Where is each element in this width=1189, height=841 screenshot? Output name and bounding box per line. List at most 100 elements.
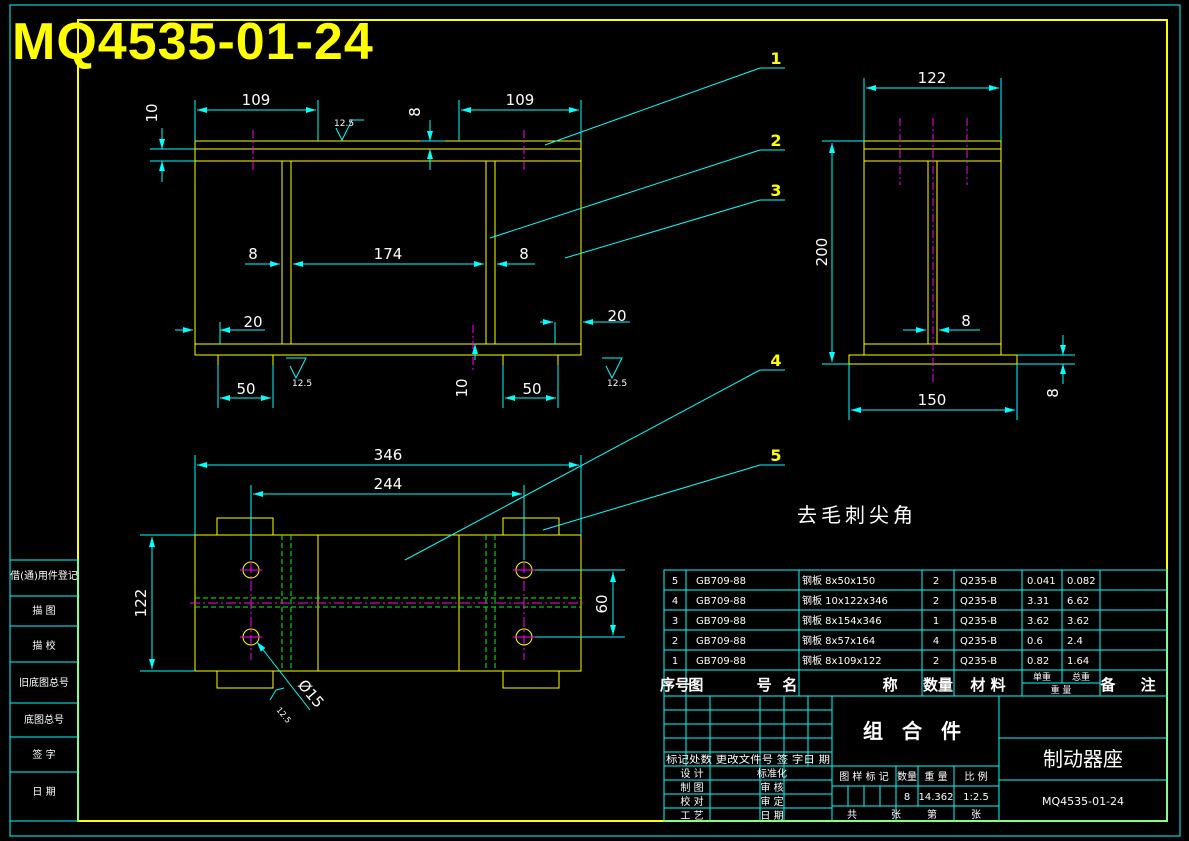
sheet-total-label: 共: [847, 809, 857, 821]
dim-foot-left: 50: [236, 380, 255, 398]
bom-total: 6.62: [1067, 596, 1089, 607]
strip-borrow: 借(通)用件登记: [10, 569, 78, 582]
value-quantity: 8: [904, 792, 910, 803]
bom-code: GB709-88: [696, 616, 746, 627]
role-draft: 制 图: [680, 781, 703, 794]
bom-material: Q235-B: [960, 616, 997, 627]
dim-plate-thk-right: 8: [406, 107, 424, 117]
bom-header-note: 备 注: [1099, 676, 1165, 694]
dim-bottom-right: 20: [607, 307, 626, 325]
balloon-3: 3: [770, 181, 781, 200]
bom-name: 钢板 8x50x150: [802, 574, 875, 587]
title-block-grid: [663, 695, 1168, 822]
bom-header: 序号 图 号 名 称 数量 材 料 备 注: [660, 676, 1165, 694]
dim-foot-thk: 10: [453, 378, 471, 397]
bom-unit: 0.041: [1027, 576, 1056, 587]
sheet-index-label: 第: [927, 808, 937, 821]
bom-header-qty: 数量: [923, 676, 953, 694]
role-check: 校 对: [680, 795, 703, 808]
bom-header-weight: 重 量: [1051, 684, 1072, 696]
dim-hole-diameter: Ø15: [294, 676, 328, 711]
bom-row-3: 3 GB709-88 钢板 8x154x346 1 Q235-B 3.62 3.…: [672, 614, 1089, 627]
bom-unit: 0.82: [1027, 656, 1049, 667]
bom-header-unit: 单重: [1033, 671, 1051, 683]
bom-code: GB709-88: [696, 596, 746, 607]
strip-trace-check: 描 校: [32, 639, 55, 652]
dim-top-hole-gap: 60: [593, 594, 611, 613]
bom-unit: 3.62: [1027, 616, 1049, 627]
dim-web-left: 8: [248, 245, 258, 263]
top-view: 346 244 122 60 Ø15 12.5: [132, 446, 625, 725]
role-approve: 审 定: [760, 795, 783, 808]
dim-gap: 174: [374, 245, 403, 263]
dim-side-base: 150: [918, 391, 947, 409]
strip-trace: 描 图: [32, 604, 55, 617]
stage-weight: 重 量: [924, 770, 947, 783]
part-name: 制动器座: [1043, 747, 1123, 771]
dim-top-width: 122: [132, 589, 150, 618]
roughness-foot-right: 12.5: [607, 379, 627, 389]
revision-header: 标记处数 更改文件号 签 字日 期: [666, 753, 830, 766]
dim-side-height: 200: [813, 238, 831, 267]
bom-name: 钢板 8x57x164: [802, 634, 875, 647]
bom-header-material: 材 料: [970, 676, 1005, 694]
balloon-5: 5: [770, 446, 781, 465]
drawing-number-title: MQ4535-01-24: [12, 13, 374, 71]
bom-unit: 0.6: [1027, 636, 1043, 647]
bom-no: 3: [672, 616, 678, 627]
bom-qty: 2: [933, 596, 939, 607]
dim-top-hole-spacing: 244: [374, 475, 403, 493]
dim-foot-right: 50: [522, 380, 541, 398]
bom-qty: 2: [933, 576, 939, 587]
bom-qty: 2: [933, 656, 939, 667]
balloon-1: 1: [770, 49, 781, 68]
technical-note: 去毛刺尖角: [797, 503, 917, 527]
stage-scale: 比 例: [964, 770, 987, 783]
bom-row-4: 4 GB709-88 钢板 10x122x346 2 Q235-B 3.31 6…: [672, 594, 1089, 607]
role-date: 日 期: [760, 810, 783, 822]
roughness-foot-left: 12.5: [292, 379, 312, 389]
dim-web-right: 8: [519, 245, 529, 263]
stage-mark: 图 样 标 记: [839, 770, 889, 783]
bom-code: GB709-88: [696, 656, 746, 667]
bom-name: 钢板 10x122x346: [802, 594, 888, 607]
bom-table-grid: [663, 569, 1168, 697]
strip-old-base-no: 旧底图总号: [19, 676, 69, 689]
side-view: 122 200 8 150 8: [813, 69, 1075, 420]
bom-total: 1.64: [1067, 656, 1089, 667]
bom-no: 1: [672, 656, 678, 667]
dim-top-left: 109: [242, 91, 271, 109]
role-review: 审 核: [760, 781, 783, 794]
dim-side-base-thk: 8: [1044, 388, 1062, 398]
bom-material: Q235-B: [960, 656, 997, 667]
bom-no: 5: [672, 576, 678, 587]
balloon-4: 4: [770, 351, 781, 370]
value-weight: 14.362: [919, 792, 954, 803]
dim-side-web: 8: [961, 312, 971, 330]
assembly-label: 组 合 件: [863, 719, 967, 743]
bom-total: 0.082: [1067, 576, 1096, 587]
sheet-frame: [9, 4, 1181, 837]
sheet-index-unit: 张: [971, 809, 981, 821]
dim-plate-thk-left: 10: [143, 103, 161, 122]
front-view: 12.5 12.5 12.5 109 109 10 8 8 174 8 20 2…: [143, 91, 630, 408]
strip-sign: 签 字: [32, 748, 55, 761]
bom-no: 4: [672, 596, 678, 607]
bom-code: GB709-88: [696, 576, 746, 587]
bom-unit: 3.31: [1027, 596, 1049, 607]
dim-side-width: 122: [918, 69, 947, 87]
bom-name: 钢板 8x109x122: [802, 654, 882, 667]
strip-date: 日 期: [32, 786, 55, 798]
dim-bottom-left: 20: [243, 313, 262, 331]
role-standard: 标准化: [757, 767, 787, 780]
bom-material: Q235-B: [960, 576, 997, 587]
bom-material: Q235-B: [960, 596, 997, 607]
bom-qty: 4: [933, 636, 939, 647]
bom-code: GB709-88: [696, 636, 746, 647]
drawing-number: MQ4535-01-24: [1042, 795, 1124, 808]
bom-row-1: 1 GB709-88 钢板 8x109x122 2 Q235-B 0.82 1.…: [672, 654, 1089, 667]
bom-header-code: 图 号: [688, 676, 795, 694]
dim-top-right: 109: [506, 91, 535, 109]
bom-total: 2.4: [1067, 636, 1083, 647]
